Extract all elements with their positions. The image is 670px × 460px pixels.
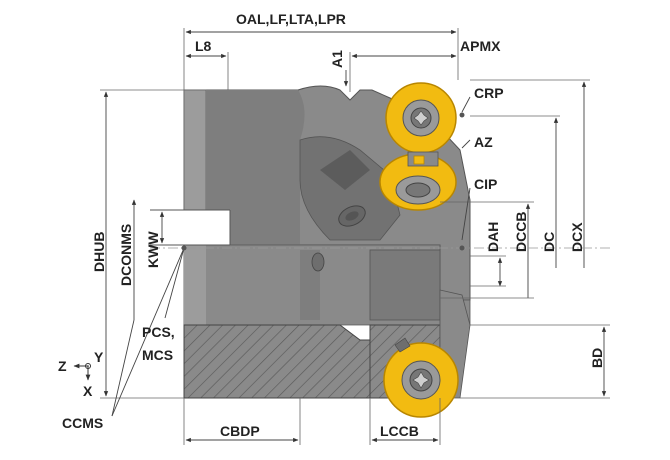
- cip-point: [459, 245, 465, 251]
- label-dcx: DCX: [569, 222, 585, 252]
- insert-bottom: [383, 337, 459, 418]
- label-axis-z: Z: [58, 358, 67, 374]
- label-dah: DAH: [485, 222, 501, 252]
- dimension-lines: [100, 28, 610, 445]
- label-lccb: LCCB: [380, 423, 419, 439]
- crp-point: [459, 112, 465, 118]
- label-kww: KWW: [145, 231, 161, 268]
- label-dc: DC: [541, 232, 557, 252]
- label-apmx: APMX: [460, 38, 501, 54]
- label-cbdp: CBDP: [220, 423, 260, 439]
- label-pcs: PCS,: [142, 324, 175, 340]
- label-axis-x: X: [83, 383, 93, 399]
- label-dconms: DCONMS: [118, 224, 134, 286]
- label-bd: BD: [589, 348, 605, 368]
- label-axis-y: Y: [94, 349, 104, 365]
- label-crp: CRP: [474, 85, 504, 101]
- label-l8: L8: [195, 38, 212, 54]
- pcs-point: [181, 245, 187, 251]
- label-oal: OAL,LF,LTA,LPR: [236, 11, 346, 27]
- coordinate-axes-icon: [73, 363, 91, 381]
- label-a1: A1: [329, 50, 345, 68]
- label-az: AZ: [474, 134, 493, 150]
- insert-top: [385, 82, 457, 154]
- label-mcs: MCS: [142, 347, 173, 363]
- torx-screw-icon: [412, 371, 430, 389]
- label-ccms: CCMS: [62, 415, 103, 431]
- torx-screw-icon: [413, 110, 429, 126]
- label-dhub: DHUB: [91, 232, 107, 272]
- label-cip: CIP: [474, 176, 497, 192]
- insert-middle: [379, 151, 457, 211]
- label-dccb: DCCB: [513, 212, 529, 252]
